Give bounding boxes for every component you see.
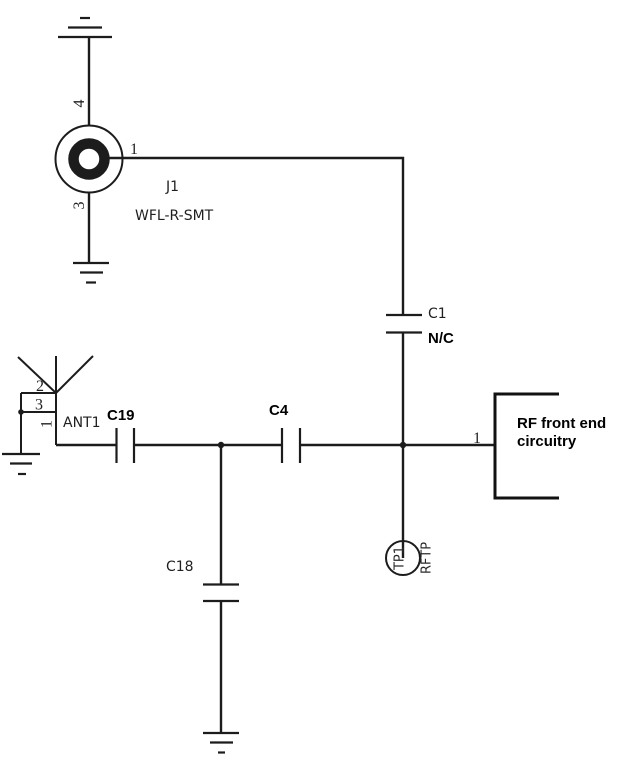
c1-capacitor-symbol: [386, 313, 422, 445]
c4-reference-label: C4: [269, 402, 289, 419]
j1-reference-label: J1: [165, 179, 179, 195]
ant1-pin-2-label: 2: [36, 378, 44, 395]
c19-capacitor-symbol: [115, 428, 282, 463]
rf-front-end-block: [493, 392, 559, 500]
ground-symbol-top: [58, 16, 112, 125]
rf-block-title-line2: circuitry: [517, 433, 577, 450]
rf-block-title-line1: RF front end: [517, 415, 606, 432]
c18-capacitor-symbol: [203, 445, 239, 733]
ant1-reference-label: ANT1: [63, 415, 101, 431]
junction-dot-ant: [18, 409, 24, 415]
c4-capacitor-symbol: [280, 428, 495, 463]
j1-pin-4-label: 4: [71, 100, 88, 108]
tp1-testpoint-symbol: [385, 445, 421, 576]
ant1-pin-3-label: 3: [35, 397, 43, 414]
c19-reference-label: C19: [107, 407, 135, 424]
rf-block-pin-1-label: 1: [473, 430, 481, 447]
tp1-reference-label: TP1: [393, 546, 408, 571]
j1-pin-1-label: 1: [130, 141, 138, 158]
ground-symbol-j1-bottom: [73, 192, 109, 284]
j1-value-label: WFL-R-SMT: [135, 208, 214, 224]
ground-symbol-ant1: [2, 452, 40, 476]
c18-reference-label: C18: [166, 559, 194, 575]
ant1-pin-1-label: 1: [39, 420, 56, 428]
wire-j1-to-c1: [109, 156, 405, 315]
c1-reference-label: C1: [428, 306, 447, 322]
ground-symbol-c18: [203, 731, 239, 754]
tp1-net-label: RFTP: [420, 542, 435, 574]
j1-pin-3-label: 3: [71, 202, 88, 210]
c1-nc-annotation: N/C: [428, 330, 454, 347]
ant1-antenna-symbol: [17, 355, 94, 454]
